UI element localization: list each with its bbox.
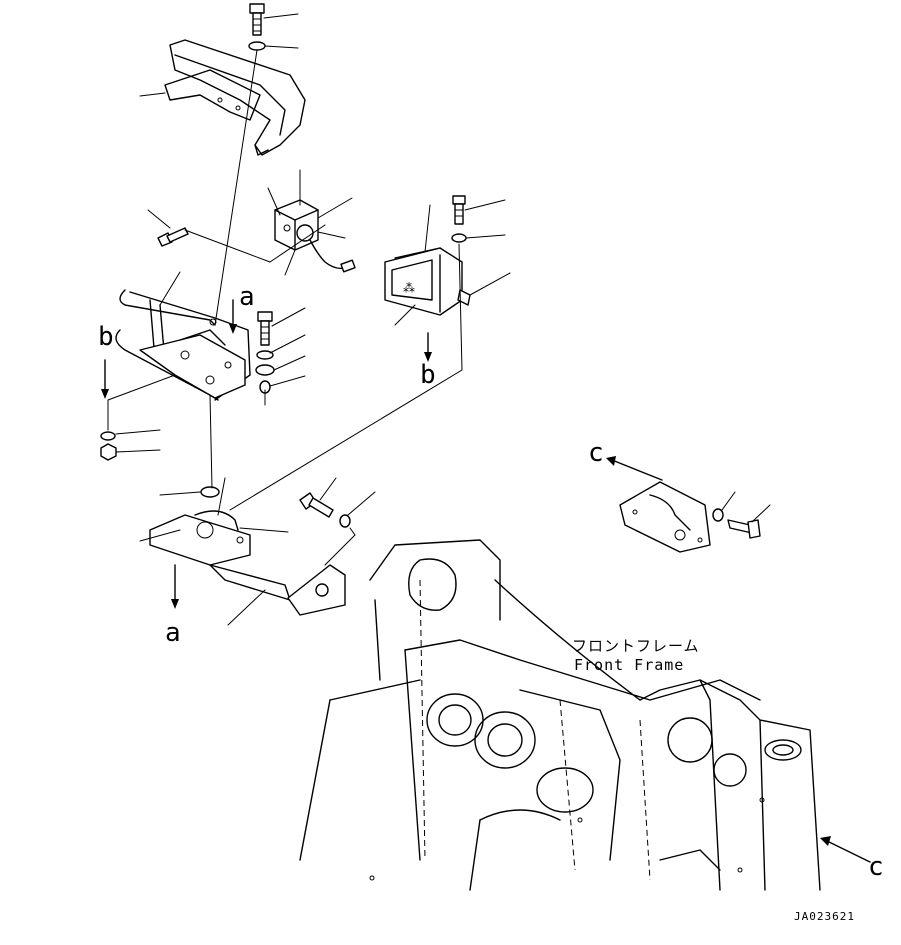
frame-label-jp: フロントフレーム: [572, 637, 700, 655]
view-label-a-upper: a: [239, 282, 255, 312]
mount-plate: [149, 486, 346, 616]
work-lamp-small: [274, 199, 356, 273]
arrows: [101, 299, 871, 863]
front-frame: [299, 539, 821, 891]
washer-angled: [339, 514, 351, 528]
guard-bracket: [115, 289, 251, 401]
leader-lines: [107, 13, 771, 626]
svg-text:⁂: ⁂: [403, 281, 415, 295]
view-label-c-lower: c: [868, 852, 884, 882]
top-washer: [248, 41, 266, 51]
frame-label-en: Front Frame: [574, 656, 685, 674]
top-bolt: [249, 3, 265, 36]
small-bolt-left: [157, 227, 189, 247]
lamp-washer-right: [451, 233, 467, 243]
lamp-bolt-right: [452, 195, 466, 225]
bolt-stack-middle: [255, 311, 275, 394]
drawing-code: JA023621: [794, 910, 855, 923]
view-label-c-upper: c: [588, 438, 604, 468]
view-label-b-left: b: [98, 322, 114, 352]
lamp-cover: [164, 39, 306, 156]
detail-view-c: [619, 481, 761, 553]
nut-left: [100, 443, 117, 461]
view-label-a-lower: a: [165, 618, 181, 648]
washer-left: [100, 431, 116, 441]
bolt-angled: [299, 492, 334, 518]
work-lamp-large: ⁂: [384, 247, 471, 316]
view-label-b-right: b: [420, 360, 436, 390]
